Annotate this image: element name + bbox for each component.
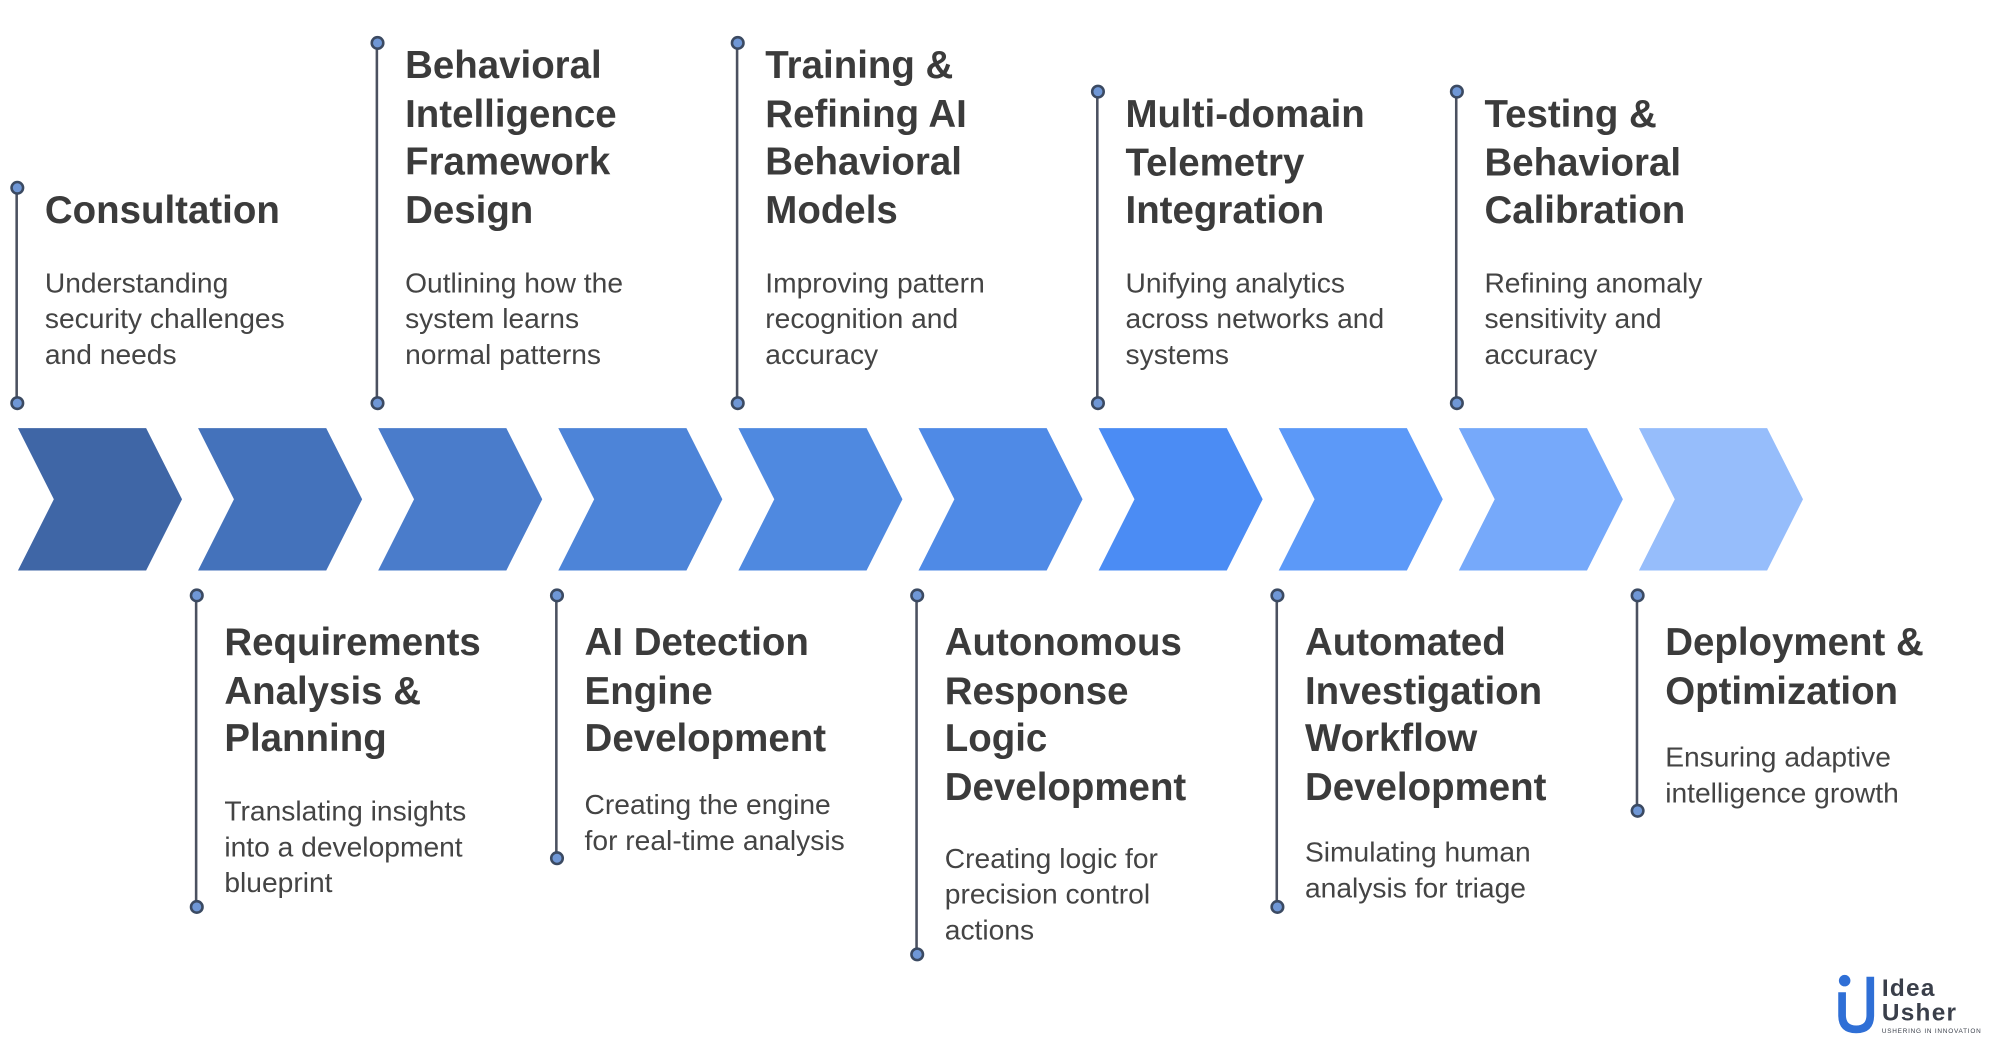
step-dot-bottom [1449,396,1464,411]
logo-mark-icon [1838,974,1875,1034]
step-title: Multi-domain Telemetry Integration [1125,93,1365,233]
logo-tagline: USHERING IN INNOVATION [1881,1028,1982,1036]
step-description: Improving pattern recognition and accura… [765,266,985,371]
step-connector-line [375,42,379,403]
step-title: Automated Investigation Workflow Develop… [1304,621,1547,809]
step-connector-line [1275,594,1279,907]
step-description: Refining anomaly sensitivity and accurac… [1484,266,1703,371]
step-connector-line [735,42,739,403]
step-dot-top [909,588,924,603]
step-title: Consultation [44,189,280,233]
step-description: Simulating human analysis for triage [1304,835,1531,904]
step-connector-line [1096,91,1099,403]
step-dot-bottom [1269,899,1284,914]
step-title: Deployment & Optimization [1665,621,1924,713]
chevron-step-2 [198,428,363,571]
step-dot-bottom [730,396,745,411]
step-dot-top [1090,84,1105,99]
chevron-step-7 [1098,428,1263,571]
step-title: Requirements Analysis & Planning [224,621,481,761]
chevron-step-1 [17,428,183,571]
step-description: Translating insights into a development … [224,794,467,899]
step-dot-top [730,35,745,50]
step-dot-top [9,180,24,195]
step-dot-bottom [1629,803,1645,818]
step-dot-bottom [1090,396,1105,411]
step-dot-top [189,588,204,603]
logo-text-idea: Idea [1881,975,1936,1003]
logo-text-usher: Usher [1881,999,1958,1027]
step-dot-top [1449,84,1464,99]
chevron-step-10 [1638,428,1803,571]
step-dot-top [1269,588,1284,603]
step-connector-line [1635,594,1639,811]
step-description: Outlining how the system learns normal p… [405,266,624,371]
step-dot-bottom [909,947,924,962]
step-dot-bottom [369,396,384,411]
step-dot-bottom [189,899,204,914]
step-description: Creating the engine for real-time analys… [584,788,845,857]
chevron-step-6 [918,428,1083,571]
step-dot-top [369,35,384,50]
chevron-step-5 [738,428,903,571]
step-dot-bottom [9,396,24,411]
chevron-step-9 [1458,428,1623,571]
step-title: Training & Refining AI Behavioral Models [765,44,967,232]
step-dot-bottom [549,851,564,866]
step-connector-line [915,594,918,954]
step-title: Autonomous Response Logic Development [944,621,1187,809]
step-description: Understanding security challenges and ne… [44,266,285,371]
step-dot-top [549,588,564,603]
step-title: Behavioral Intelligence Framework Design [405,44,617,232]
step-dot-top [1629,588,1645,603]
step-connector-line [555,594,558,858]
step-title: Testing & Behavioral Calibration [1484,93,1686,233]
step-description: Creating logic for precision control act… [944,842,1158,947]
step-connector-line [194,594,198,907]
step-description: Unifying analytics across networks and s… [1125,266,1385,371]
step-connector-line [15,187,18,403]
step-title: AI Detection Engine Development [584,621,827,761]
idea-usher-logo: Idea Usher USHERING IN INNOVATION [1833,972,2002,1044]
chevron-step-4 [558,428,723,571]
chevron-step-8 [1278,428,1443,571]
chevron-step-3 [378,428,543,571]
step-connector-line [1454,91,1458,403]
step-description: Ensuring adaptive intelligence growth [1665,740,1899,809]
